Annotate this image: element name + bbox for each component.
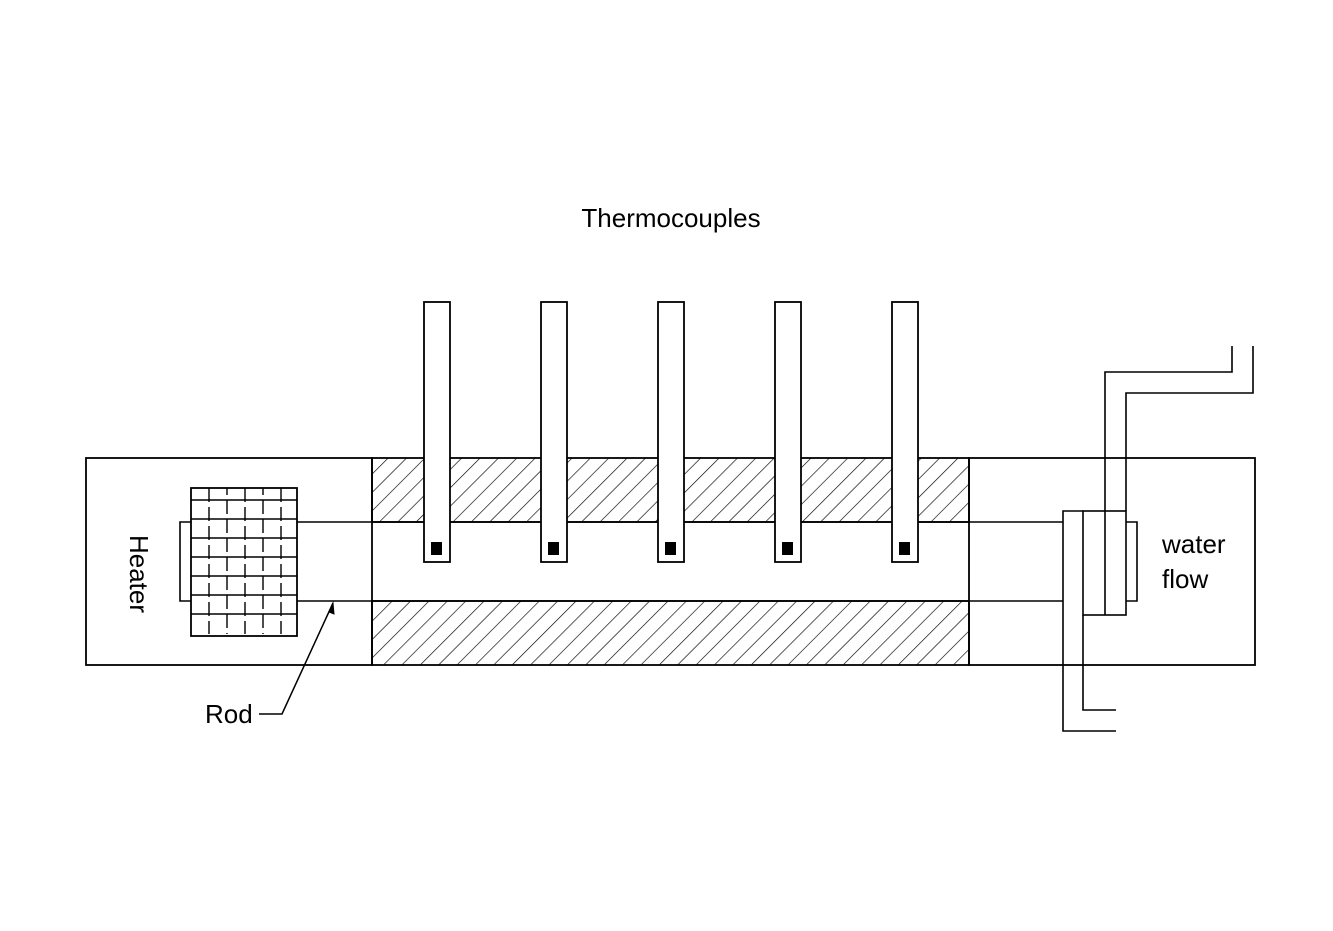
water-flow-label-line2: flow [1162, 564, 1208, 594]
thermocouple-4 [774, 301, 802, 563]
heater-label: Heater [124, 535, 154, 613]
thermocouple-sensor [899, 542, 910, 555]
insulation-bottom [371, 600, 970, 666]
thermocouple-sensor [431, 542, 442, 555]
thermocouple-sensor [548, 542, 559, 555]
outer-housing [85, 457, 1256, 666]
rod-leader-arrow [259, 601, 335, 715]
inlet-pipe [1062, 510, 1116, 732]
thermocouple-3 [657, 301, 685, 563]
rod-label: Rod [205, 699, 253, 729]
thermocouple-sensor [782, 542, 793, 555]
thermocouple-1 [423, 301, 451, 563]
water-jacket [1062, 346, 1254, 732]
diagram-title: Thermocouples [581, 203, 760, 233]
thermocouple-2 [540, 301, 568, 563]
outlet-pipe [1104, 346, 1233, 615]
thermocouples [423, 301, 919, 563]
cooler-block [968, 457, 1256, 666]
thermocouple-5 [891, 301, 919, 563]
heater-coil [179, 487, 298, 637]
heater-block [85, 457, 373, 666]
water-flow-label-line1: water [1161, 529, 1226, 559]
thermocouple-sensor [665, 542, 676, 555]
